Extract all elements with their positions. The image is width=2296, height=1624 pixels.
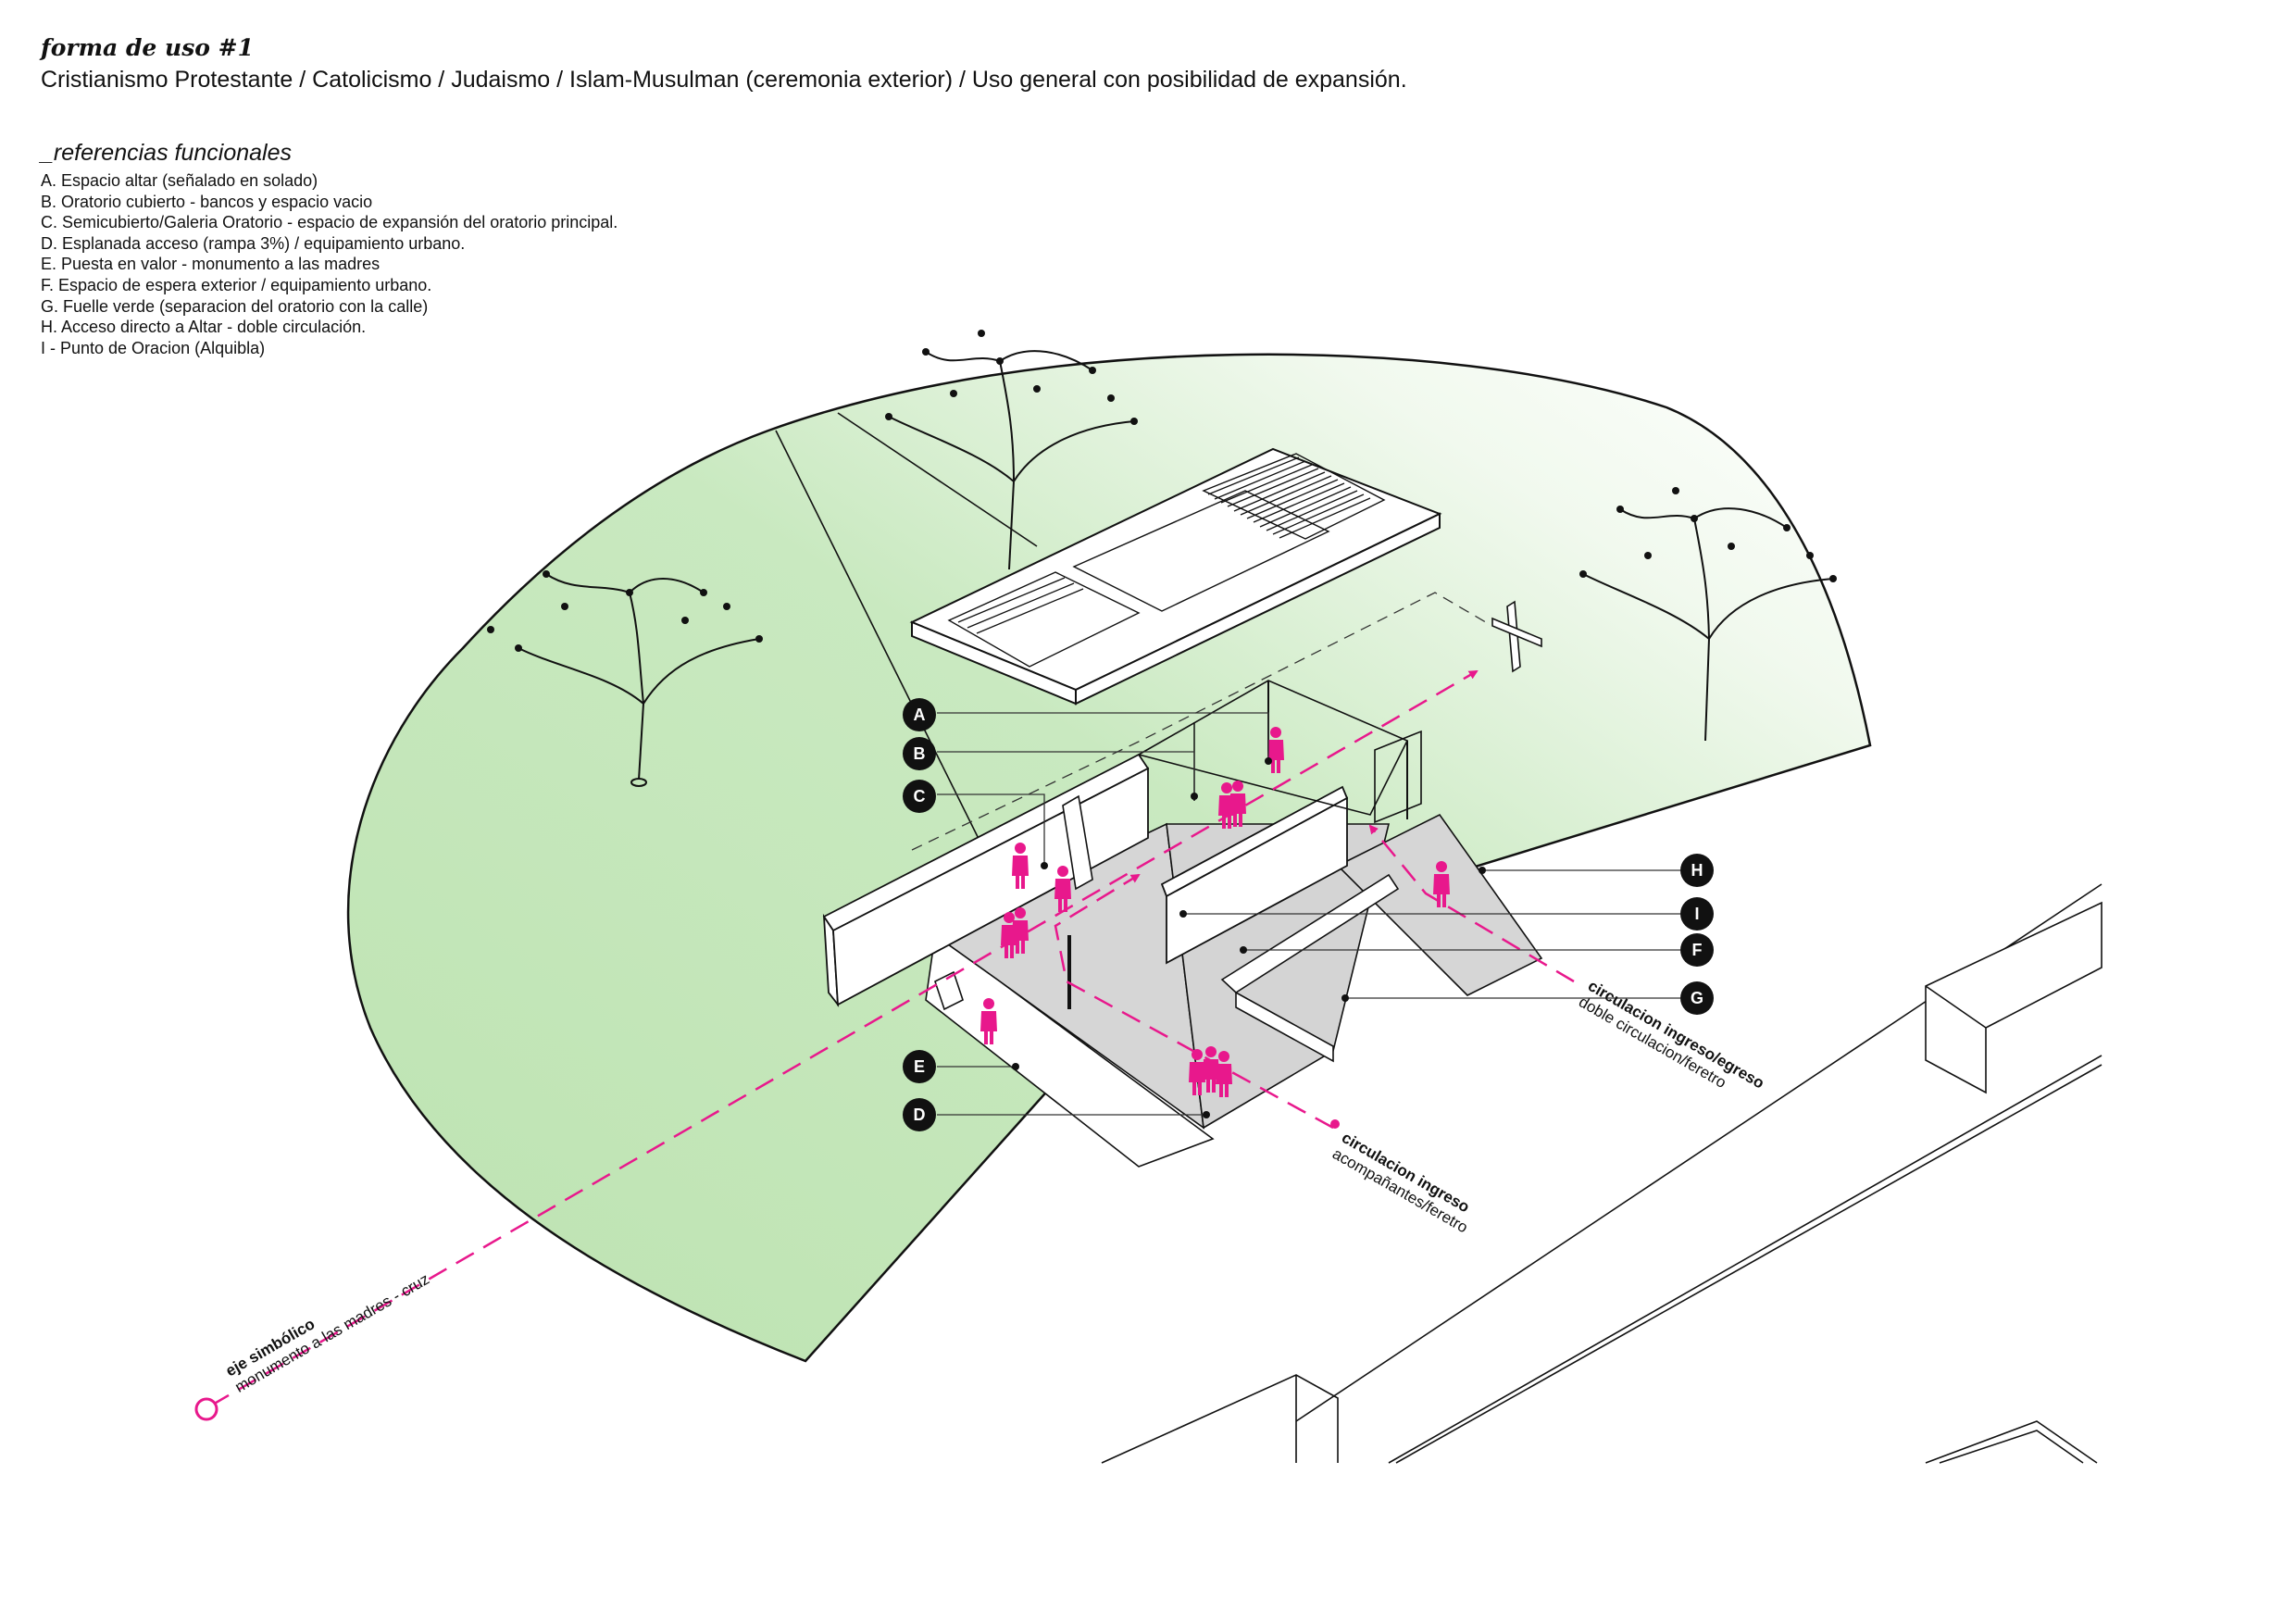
leader-dots <box>1012 757 1486 1118</box>
roof-slab <box>909 447 1442 706</box>
diagram-subtitle: Cristianismo Protestante / Catolicismo /… <box>41 67 1407 93</box>
tree-icon <box>1582 507 1834 742</box>
tree-icon <box>888 350 1135 570</box>
symbolic-axis-origin <box>194 1397 218 1421</box>
marker-g: G <box>1680 981 1714 1015</box>
tree-icon <box>518 573 760 787</box>
svg-text:C: C <box>914 787 926 806</box>
svg-text:D: D <box>914 1106 926 1124</box>
reference-item: H. Acceso directo a Altar - doble circul… <box>41 318 367 337</box>
circulation-lines <box>210 669 1575 1407</box>
entry-circulation-annotation: circulacion ingreso acompañantes/feretro <box>1329 1129 1473 1236</box>
reference-item: C. Semicubierto/Galeria Oratorio - espac… <box>41 213 618 232</box>
marker-f: F <box>1680 933 1714 967</box>
references-list: A. Espacio altar (señalado en solado) B.… <box>41 170 1892 358</box>
marker-h: H <box>1680 854 1714 887</box>
reference-markers: A B C D E F G H I <box>903 698 1714 1131</box>
svg-text:G: G <box>1691 989 1703 1007</box>
trees <box>518 350 1834 787</box>
svg-text:I: I <box>1694 905 1699 923</box>
reference-item: G. Fuelle verde (separacion del oratorio… <box>41 296 429 316</box>
header: forma de uso #1 Cristianismo Protestante… <box>41 33 1892 358</box>
marker-i: I <box>1680 897 1714 931</box>
symbolic-axis-annotation: eje simbólico monumento a las madres - c… <box>223 1270 433 1396</box>
building-walls <box>822 680 1422 1011</box>
reference-item: I - Punto de Oracion (Alquibla) <box>41 338 266 357</box>
svg-text:E: E <box>914 1057 925 1076</box>
marker-b: B <box>903 737 936 770</box>
reference-item: A. Espacio altar (señalado en solado) <box>41 171 318 190</box>
street-block <box>1101 883 2103 1464</box>
cross-icon <box>1491 600 1542 673</box>
projection-lines <box>911 592 1491 851</box>
references-title: _referencias funcionales <box>41 140 292 166</box>
symbolic-axis-line <box>210 669 1479 1407</box>
marker-e: E <box>903 1050 936 1083</box>
marker-d: D <box>903 1098 936 1131</box>
double-circulation-annotation: circulacion ingreso/egreso doble circula… <box>1576 977 1767 1093</box>
double-circulation-title: circulacion ingreso/egreso <box>1585 977 1767 1093</box>
reference-item: E. Puesta en valor - monumento a las mad… <box>41 255 381 274</box>
entry-circulation-line <box>1054 873 1334 1130</box>
svg-text:A: A <box>914 706 926 724</box>
svg-text:H: H <box>1691 861 1703 880</box>
reference-item: F. Espacio de espera exterior / equipami… <box>41 275 432 294</box>
entry-circulation-origin <box>1330 1119 1340 1129</box>
marker-c: C <box>903 780 936 813</box>
diagram-title: forma de uso #1 <box>41 34 255 61</box>
svg-text:F: F <box>1692 941 1703 959</box>
double-circulation-line <box>1368 824 1575 983</box>
tree-canopy-dots <box>487 330 1837 652</box>
symbolic-axis-description: monumento a las madres - cruz <box>232 1270 433 1396</box>
reference-item: D. Esplanada acceso (rampa 3%) / equipam… <box>41 233 466 253</box>
svg-text:B: B <box>914 744 926 763</box>
leader-lines <box>937 712 1680 1116</box>
marker-a: A <box>903 698 936 731</box>
reference-item: B. Oratorio cubierto - bancos y espacio … <box>41 192 373 211</box>
